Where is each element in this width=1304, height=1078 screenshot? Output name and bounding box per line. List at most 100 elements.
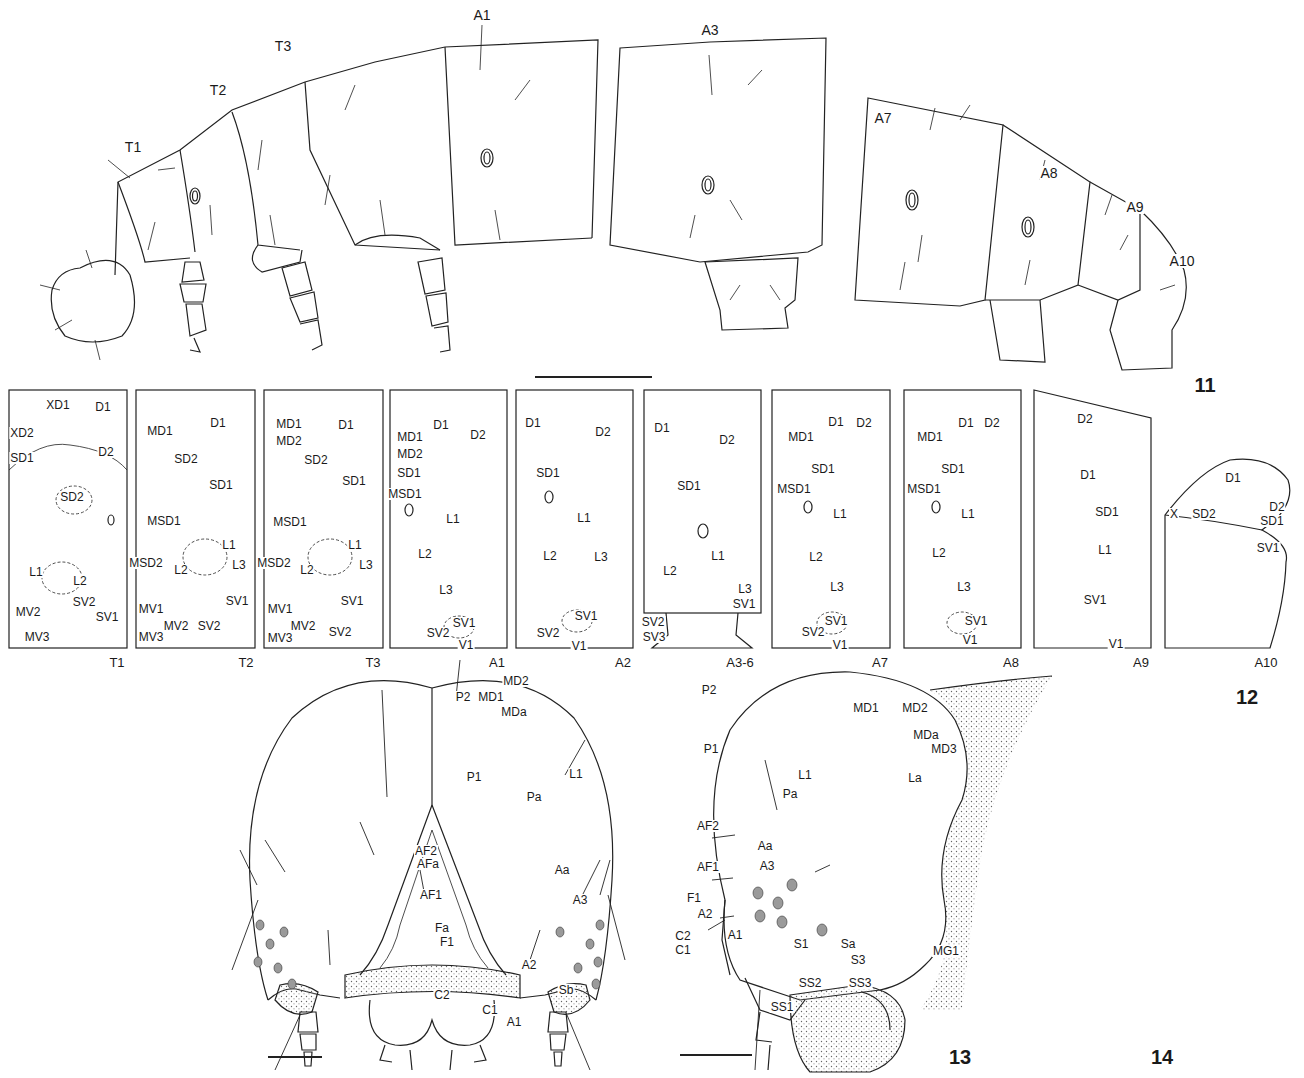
seta-label: SV1	[574, 610, 599, 622]
seta-label: XD2	[9, 427, 34, 439]
seta-label: SD1	[208, 479, 233, 491]
seta-label: SD2	[1191, 508, 1216, 520]
segment-name: A3-6	[725, 656, 754, 669]
seta-label: F1	[686, 892, 702, 904]
seta-label: S1	[793, 938, 810, 950]
seta-label: L3	[737, 583, 752, 595]
seta-label: A8	[1039, 166, 1058, 180]
seta-label: V1	[458, 639, 475, 651]
seta-label: P1	[703, 743, 720, 755]
seta-label: Fa	[434, 922, 450, 934]
seta-label: A2	[521, 959, 538, 971]
seta-label: P2	[701, 684, 718, 696]
seta-label: Pa	[526, 791, 543, 803]
seta-label: L1	[347, 539, 362, 551]
seta-label: A1	[727, 929, 744, 941]
seta-label: D1	[827, 416, 844, 428]
seta-label: MSD2	[128, 557, 163, 569]
seta-label: A3	[572, 894, 589, 906]
seta-label: L2	[662, 565, 677, 577]
seta-label: D1	[337, 419, 354, 431]
seta-label: SV2	[197, 620, 222, 632]
seta-label: C1	[674, 944, 691, 956]
seta-label: L3	[358, 559, 373, 571]
seta-label: A3	[700, 23, 719, 37]
segment-map: D1XSD2D2SD1SV1A10	[1165, 418, 1290, 674]
seta-label: AF2	[414, 845, 438, 857]
seta-label: L2	[542, 550, 557, 562]
seta-label: SD2	[303, 454, 328, 466]
segment-name: A7	[871, 656, 889, 669]
seta-label: L1	[568, 768, 583, 780]
seta-label: S3	[850, 954, 867, 966]
seta-label: SV2	[536, 627, 561, 639]
seta-label: SV1	[340, 595, 365, 607]
seta-label: D1	[524, 417, 541, 429]
seta-label: A1	[506, 1016, 523, 1028]
seta-label: SV1	[1083, 594, 1108, 606]
seta-label: SD1	[535, 467, 560, 479]
seta-label: SV2	[801, 626, 826, 638]
segment-name: A1	[488, 656, 506, 669]
seta-label: A7	[873, 111, 892, 125]
seta-label: MD2	[396, 448, 423, 460]
seta-label: L2	[417, 548, 432, 560]
seta-label: D1	[209, 417, 226, 429]
seta-label: SV1	[964, 615, 989, 627]
seta-label: L3	[231, 559, 246, 571]
seta-label: SD1	[396, 467, 421, 479]
seta-label: P2	[455, 691, 472, 703]
seta-label: SV2	[641, 616, 666, 628]
seta-label: SV1	[1256, 542, 1281, 554]
seta-label: SS2	[798, 977, 823, 989]
seta-label: MSD1	[906, 483, 941, 495]
seta-label: SD1	[676, 480, 701, 492]
seta-label: D2	[469, 429, 486, 441]
seta-label: A2	[697, 908, 714, 920]
seta-label: MV2	[290, 620, 317, 632]
seta-label: L2	[931, 547, 946, 559]
seta-label: A1	[472, 8, 491, 22]
seta-label: MSD2	[256, 557, 291, 569]
seta-label: L3	[438, 584, 453, 596]
seta-label: L2	[173, 564, 188, 576]
seta-label: L1	[797, 769, 812, 781]
segment-map: XD1D1XD2D2SD1SD2L1L2SV2MV2SV1MV3T1	[9, 388, 127, 674]
segment-map: MD1D1SD2SD1MSD1L1MSD2L2L3SV1MV1MV2SV2MV3…	[136, 388, 255, 674]
seta-label: SD1	[810, 463, 835, 475]
seta-label: L2	[808, 551, 823, 563]
seta-label: MV3	[267, 632, 294, 644]
seta-label: MD1	[146, 425, 173, 437]
seta-label: L1	[28, 566, 43, 578]
seta-label: SV2	[72, 596, 97, 608]
seta-label: T1	[124, 140, 142, 154]
seta-label: MDa	[500, 706, 527, 718]
segment-name: T3	[364, 656, 381, 669]
seta-label: SD1	[940, 463, 965, 475]
seta-label: MV3	[138, 631, 165, 643]
seta-label: SS1	[770, 1001, 795, 1013]
segment-name: T2	[237, 656, 254, 669]
seta-label: D1	[432, 419, 449, 431]
seta-label: MD1	[477, 691, 504, 703]
seta-label: L1	[221, 539, 236, 551]
seta-label: MD1	[916, 431, 943, 443]
seta-label: L1	[710, 550, 725, 562]
seta-label: L1	[576, 512, 591, 524]
seta-label: SD2	[173, 453, 198, 465]
segment-name: A8	[1002, 656, 1020, 669]
seta-label: X	[1169, 508, 1179, 520]
seta-label: AFa	[416, 858, 440, 870]
seta-label: SD1	[1259, 515, 1284, 527]
seta-label: MD2	[502, 675, 529, 687]
seta-label: T3	[274, 39, 292, 53]
seta-label: D1	[653, 422, 670, 434]
seta-label: L1	[445, 513, 460, 525]
seta-label: MV2	[163, 620, 190, 632]
seta-label: SD1	[341, 475, 366, 487]
seta-label: La	[907, 772, 922, 784]
seta-label: C2	[674, 930, 691, 942]
seta-label: Sb	[558, 984, 575, 996]
seta-label: AF2	[696, 820, 720, 832]
